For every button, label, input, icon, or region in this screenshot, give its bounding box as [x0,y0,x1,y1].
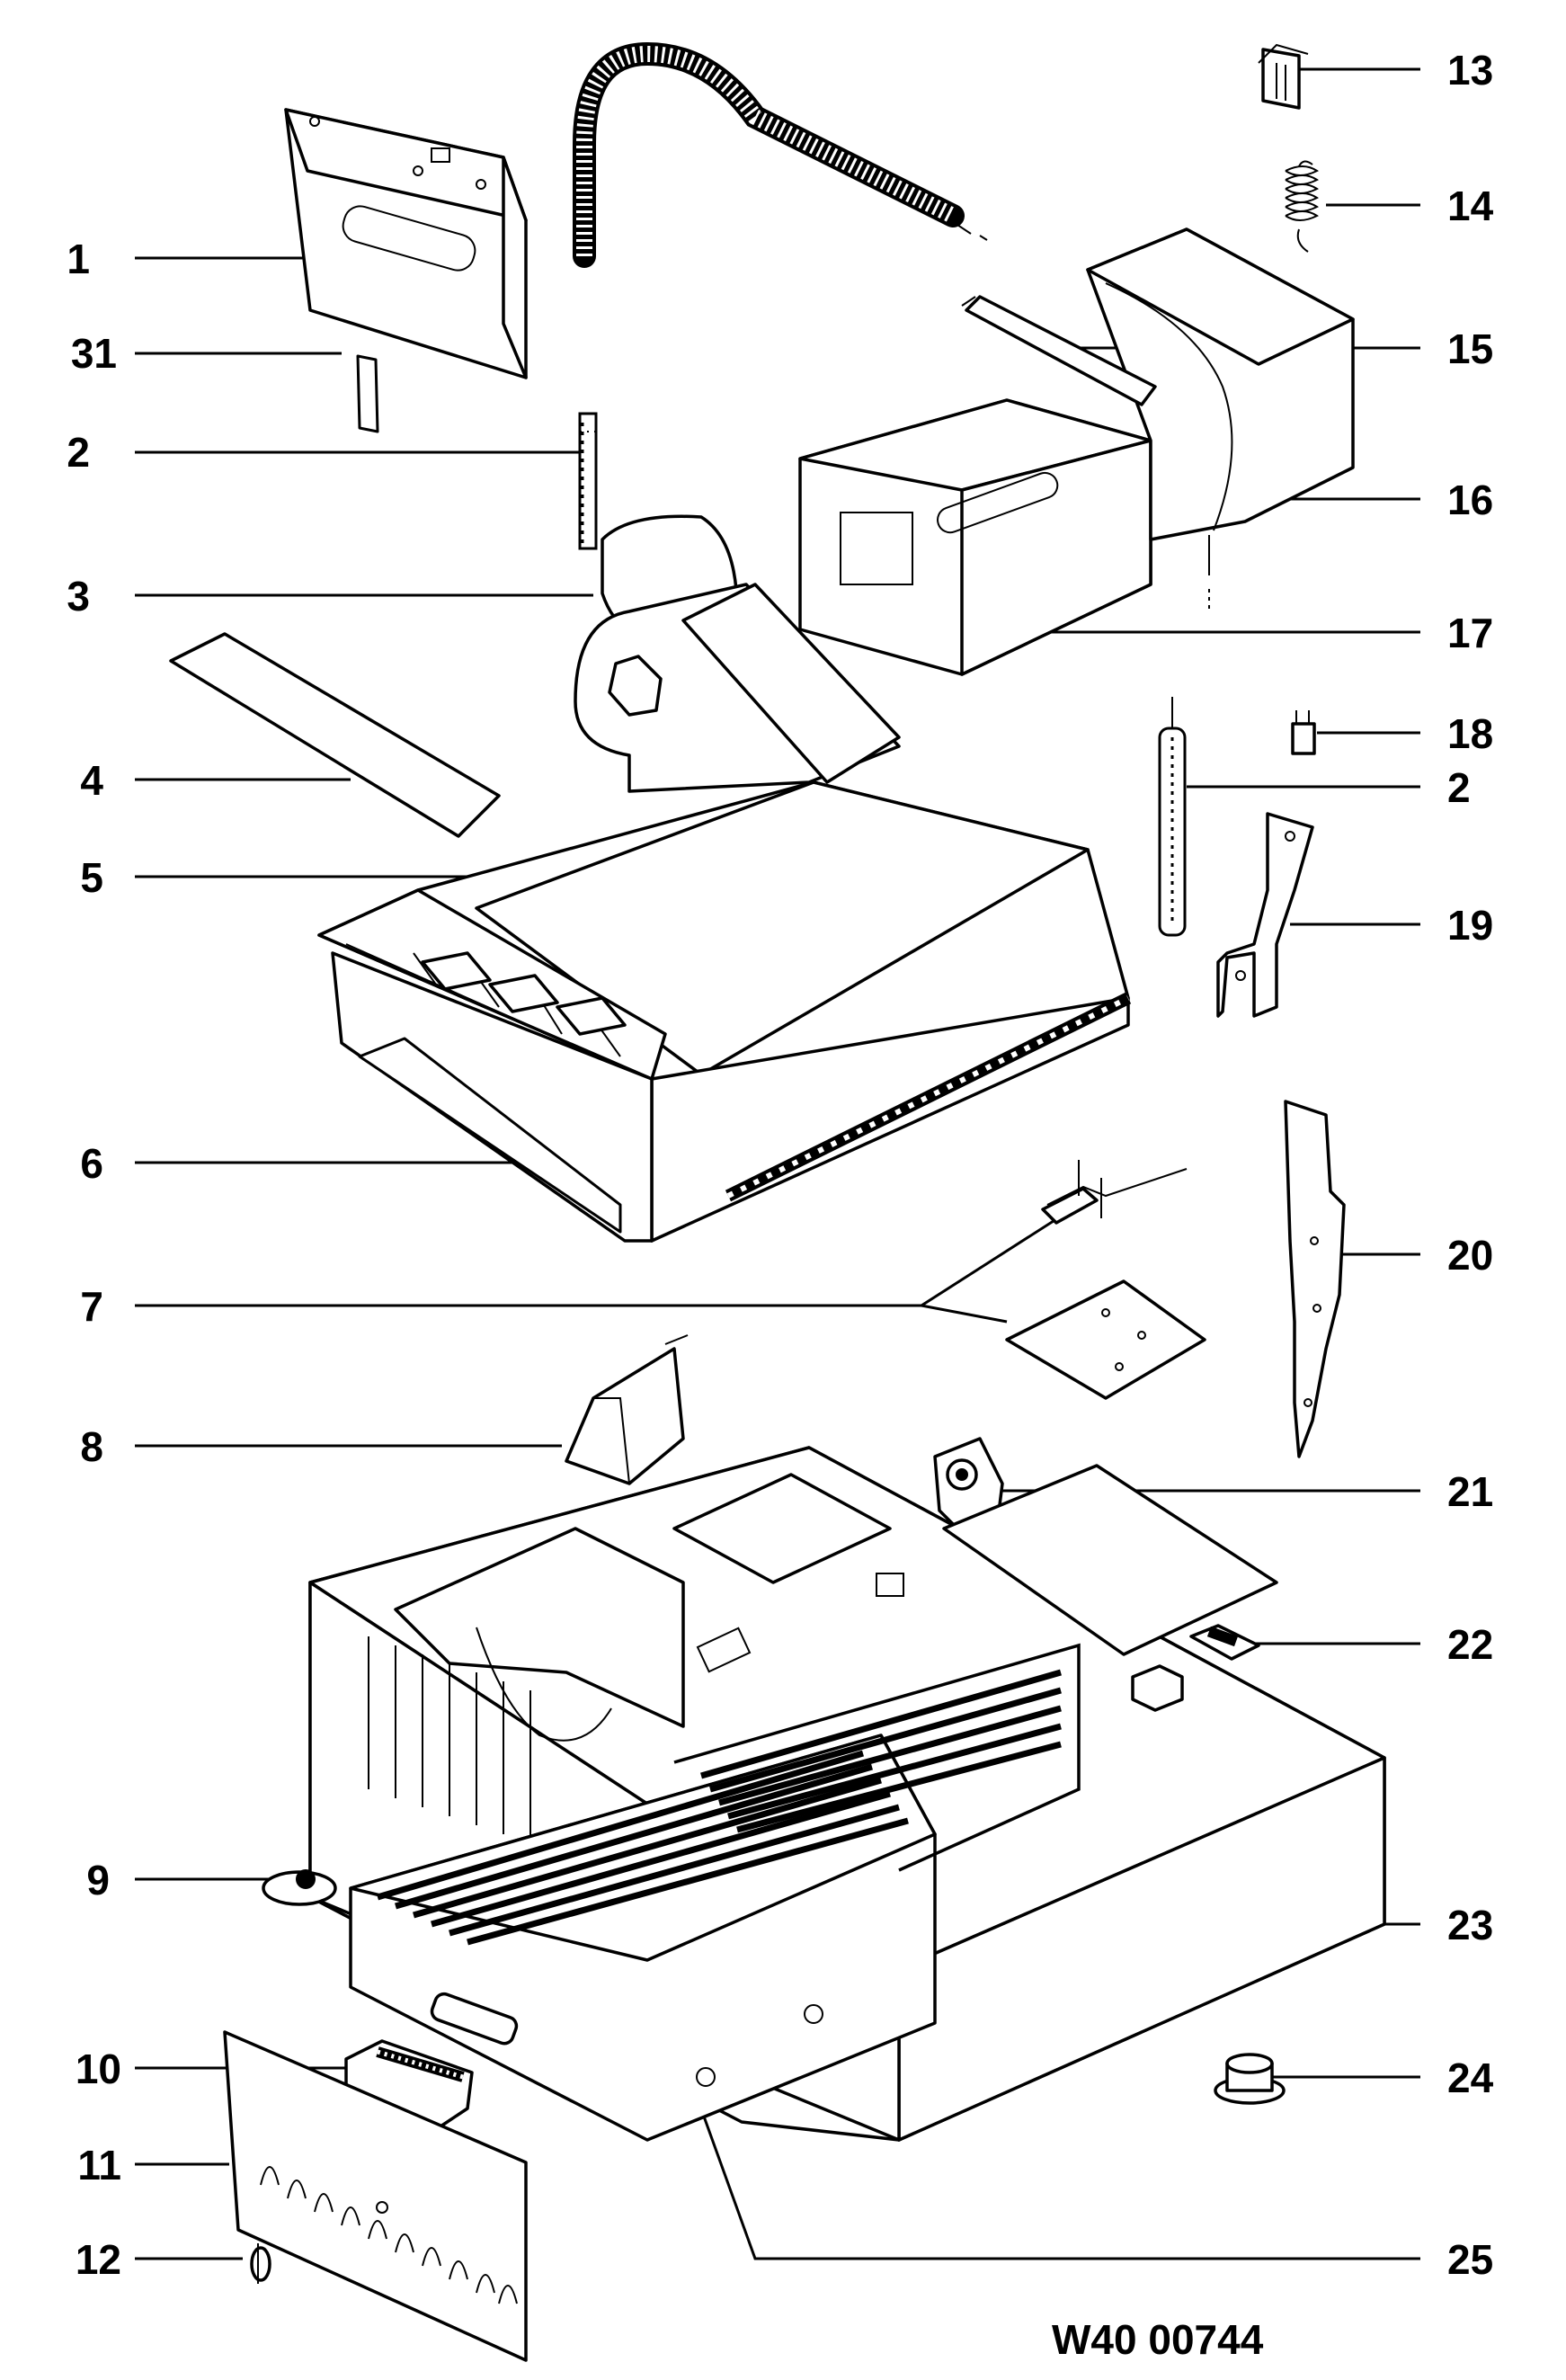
part-5-6-tub-assembly [317,780,1132,1243]
callout-24: 24 [1447,2055,1494,2101]
callout-6: 6 [80,1140,103,1187]
callout-13: 13 [1447,47,1494,94]
callout-5: 5 [80,854,103,901]
callout-19: 19 [1447,902,1494,949]
callout-20: 20 [1447,1232,1494,1279]
callout-11: 11 [77,2142,121,2188]
part-20-rail [1284,1100,1346,1458]
callout-1: 1 [67,236,90,282]
part-1-control-panel [284,108,528,379]
drawing-code: W40 00744 [1052,2316,1264,2363]
callout-12: 12 [75,2236,121,2283]
leader-25 [681,2058,1420,2260]
callout-2-right: 2 [1447,764,1471,811]
part-9-foot [262,1869,337,1906]
part-25-drawer [349,1643,1081,2142]
part-15-17-condenser-box [798,227,1355,676]
callout-14: 14 [1447,183,1494,229]
part-19-bracket [1216,812,1314,1018]
part-11-grille [223,2030,528,2362]
part-8-bracket [565,1334,689,1485]
part-24-foot [1214,2053,1286,2105]
part-3-fan-housing [574,514,901,793]
callout-10: 10 [75,2046,121,2092]
callout-31: 31 [70,330,117,377]
part-hose [573,41,988,268]
part-22-connector [1131,1624,1260,1712]
callout-22: 22 [1447,1621,1494,1668]
callout-7: 7 [80,1283,103,1330]
callout-4: 4 [80,757,103,804]
leader-7-b [921,1304,1008,1324]
part-2-tube-left [578,412,598,550]
callout-18: 18 [1447,710,1494,757]
callout-16: 16 [1447,477,1494,523]
callout-21: 21 [1447,1468,1494,1515]
callout-3: 3 [67,573,90,620]
part-18-switch [1291,710,1316,755]
leader-lines-left [135,256,1080,2260]
part-7-heater-plate [1005,1160,1206,1400]
callout-9: 9 [86,1857,110,1903]
callout-17: 17 [1447,610,1494,656]
callout-8: 8 [80,1423,103,1470]
callout-15: 15 [1447,325,1494,372]
part-13-clip [1258,43,1309,110]
part-31-label [356,354,379,433]
callout-25: 25 [1447,2236,1494,2283]
part-12-clip [250,2243,271,2284]
part-4-filter-mat [169,632,501,838]
part-2-tube-right [1158,697,1187,937]
part-14-spring [1285,160,1319,253]
callout-23: 23 [1447,1902,1494,1948]
callout-2-left: 2 [67,429,90,476]
